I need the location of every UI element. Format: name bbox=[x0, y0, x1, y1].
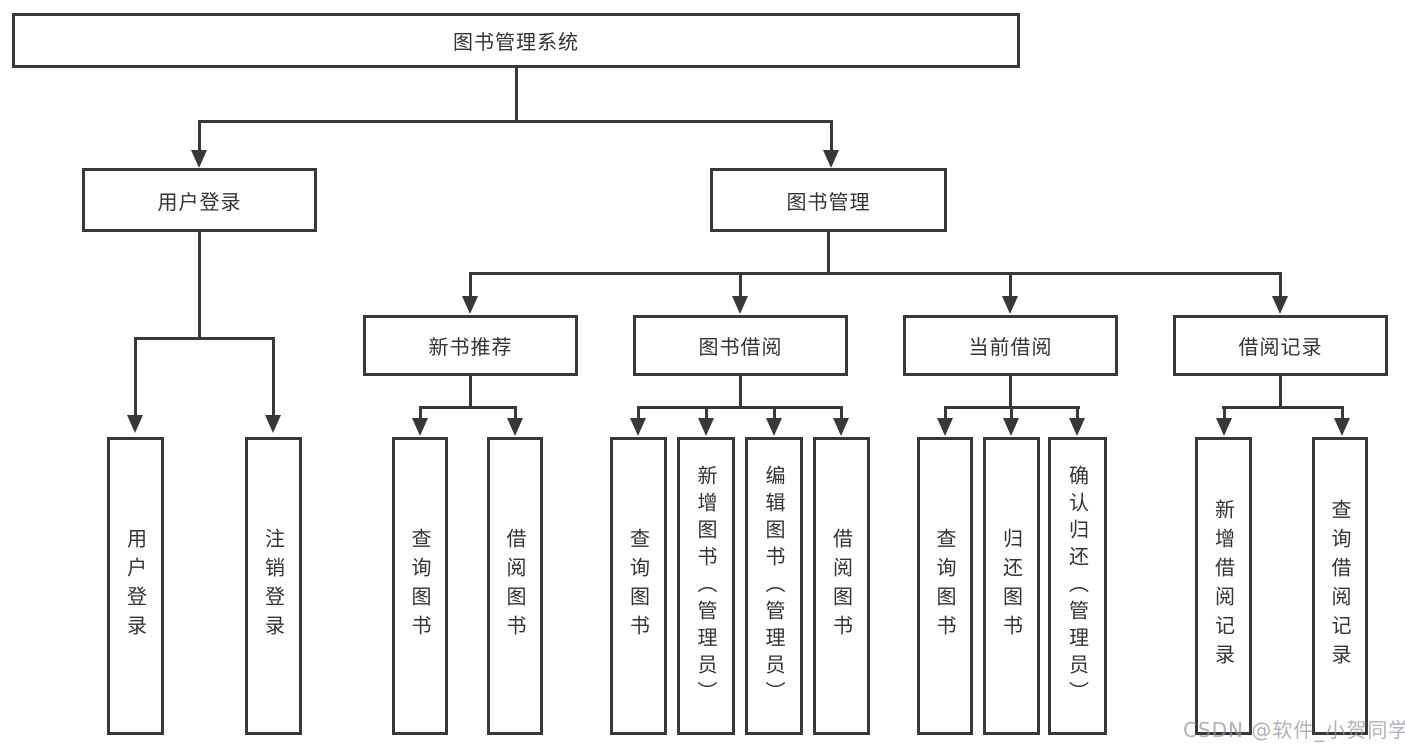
leaf-return-book: 归还图书 bbox=[983, 437, 1040, 735]
leaf-query-borrow-record: 查询借阅记录 bbox=[1312, 437, 1368, 735]
connector-line bbox=[738, 376, 742, 406]
connector-arrow bbox=[1002, 272, 1018, 314]
connector-arrow bbox=[1334, 406, 1350, 436]
connector-line bbox=[133, 337, 275, 340]
connector-line bbox=[468, 376, 472, 406]
connector-line bbox=[1278, 376, 1282, 406]
connector-arrow bbox=[766, 406, 782, 436]
node-current-borrow: 当前借阅 bbox=[903, 315, 1118, 376]
connector-line bbox=[418, 406, 517, 409]
node-book-management: 图书管理 bbox=[710, 168, 947, 232]
leaf-user-login: 用户登录 bbox=[107, 437, 164, 735]
connector-line bbox=[197, 232, 201, 337]
connector-line bbox=[197, 120, 833, 123]
connector-line bbox=[826, 232, 830, 272]
connector-arrow bbox=[833, 406, 849, 436]
connector-arrow bbox=[462, 272, 478, 314]
leaf-current-query-book: 查询图书 bbox=[917, 437, 973, 735]
node-user-login: 用户登录 bbox=[82, 168, 317, 232]
connector-arrow bbox=[630, 406, 646, 436]
connector-arrow bbox=[698, 406, 714, 436]
connector-arrow bbox=[265, 337, 281, 433]
leaf-edit-book-admin: 编辑图书（管理员） bbox=[745, 437, 803, 735]
connector-line bbox=[514, 68, 518, 120]
connector-arrow bbox=[937, 406, 953, 436]
leaf-recommend-borrow-book: 借阅图书 bbox=[487, 437, 543, 735]
connector-arrow bbox=[823, 120, 839, 168]
node-book-borrow: 图书借阅 bbox=[633, 315, 848, 376]
leaf-borrow-book: 借阅图书 bbox=[813, 437, 870, 735]
connector-line bbox=[1222, 406, 1342, 409]
leaf-recommend-query-book: 查询图书 bbox=[392, 437, 448, 735]
connector-line bbox=[1008, 376, 1012, 406]
leaf-add-borrow-record: 新增借阅记录 bbox=[1195, 437, 1252, 735]
leaf-add-book-admin: 新增图书（管理员） bbox=[677, 437, 735, 735]
connector-arrow bbox=[1272, 272, 1288, 314]
leaf-confirm-return-admin: 确认归还（管理员） bbox=[1048, 437, 1107, 735]
csdn-watermark: CSDN @软件_小贺同学 bbox=[1183, 718, 1405, 742]
connector-arrow bbox=[1216, 406, 1232, 436]
connector-line bbox=[637, 406, 843, 409]
connector-arrow bbox=[732, 272, 748, 314]
connector-arrow bbox=[191, 120, 207, 168]
leaf-logout: 注销登录 bbox=[245, 437, 302, 735]
node-new-book-recommend: 新书推荐 bbox=[363, 315, 578, 376]
connector-arrow bbox=[1003, 406, 1019, 436]
connector-arrow bbox=[1069, 406, 1085, 436]
node-borrow-records: 借阅记录 bbox=[1173, 315, 1388, 376]
leaf-borrow-query-book: 查询图书 bbox=[610, 437, 667, 735]
node-root: 图书管理系统 bbox=[12, 13, 1020, 68]
connector-arrow bbox=[507, 406, 523, 436]
connector-arrow bbox=[127, 337, 143, 433]
connector-arrow bbox=[412, 406, 428, 436]
connector-line bbox=[468, 272, 1282, 275]
